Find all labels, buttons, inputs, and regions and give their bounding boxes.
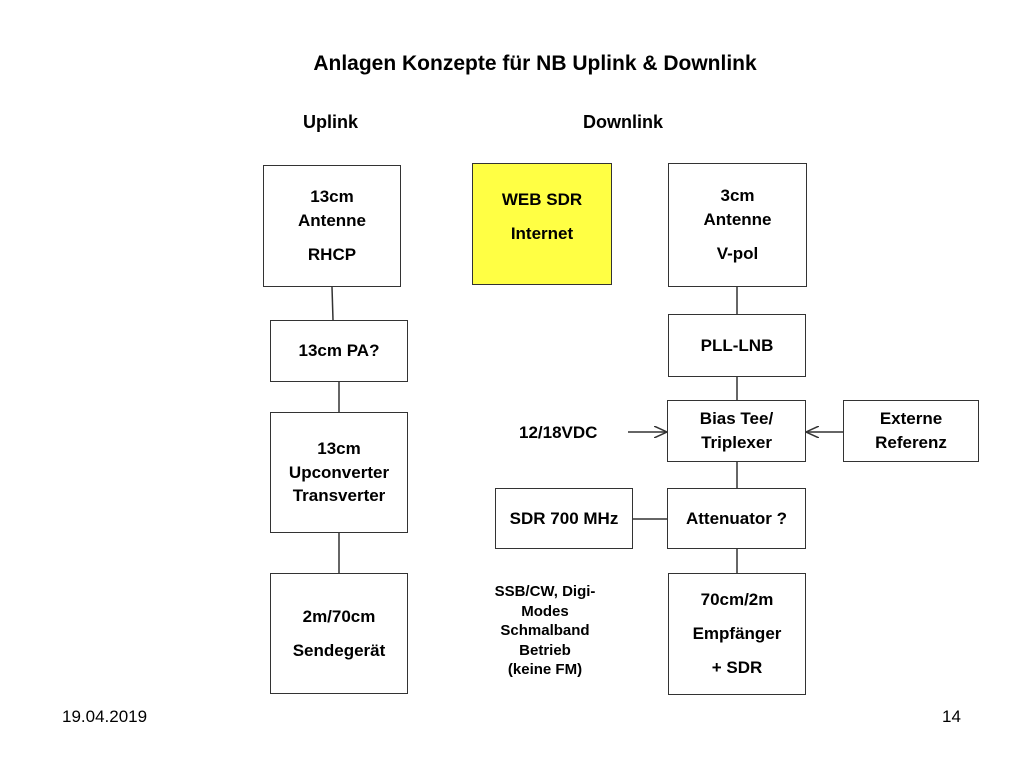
downlink-antenna-line1: 3cm <box>720 186 755 206</box>
footer-date: 19.04.2019 <box>62 707 148 726</box>
attenuator-box: Attenuator ? <box>667 488 806 549</box>
uplink-converter-line3: Transverter <box>292 486 386 506</box>
bias-tee-line1: Bias Tee/ <box>699 409 774 429</box>
sdr-label: SDR 700 MHz <box>509 508 619 528</box>
downlink-header: Downlink <box>583 112 663 132</box>
uplink-antenna-box: 13cm Antenne RHCP <box>263 165 401 287</box>
websdr-box: WEB SDR Internet <box>472 163 612 285</box>
power-label: 12/18VDC <box>519 423 598 442</box>
uplink-transmitter-line1: 2m/70cm <box>302 606 376 626</box>
lnb-label: PLL-LNB <box>700 335 774 355</box>
bias-tee-line2: Triplexer <box>701 433 772 452</box>
mode-note-line2: Modes <box>521 602 569 620</box>
external-reference-box: Externe Referenz <box>843 400 979 462</box>
bias-tee-box: Bias Tee/ Triplexer <box>667 400 806 462</box>
uplink-pa-label: 13cm PA? <box>298 341 380 361</box>
uplink-header: Uplink <box>303 112 359 132</box>
uplink-antenna-line1: 13cm <box>310 187 354 207</box>
attenuator-label: Attenuator ? <box>685 508 788 528</box>
downlink-antenna-line3: V-pol <box>716 243 759 263</box>
websdr-line2: Internet <box>510 223 574 243</box>
uplink-converter-line2: Upconverter <box>288 462 390 482</box>
uplink-pa-box: 13cm PA? <box>270 320 408 382</box>
uplink-converter-line1: 13cm <box>317 438 361 458</box>
footer-page-number: 14 <box>942 707 961 726</box>
sdr-box: SDR 700 MHz <box>495 488 633 549</box>
uplink-converter-box: 13cm Upconverter Transverter <box>270 412 408 533</box>
slide-title: Anlagen Konzepte für NB Uplink & Downlin… <box>313 52 757 75</box>
uplink-transmitter-box: 2m/70cm Sendegerät <box>270 573 408 694</box>
downlink-antenna-box: 3cm Antenne V-pol <box>668 163 807 287</box>
external-reference-line2: Referenz <box>875 433 947 452</box>
mode-note-line3: Schmalband <box>500 622 590 639</box>
receiver-box: 70cm/2m Empfänger + SDR <box>668 573 806 695</box>
mode-note-line1: SSB/CW, Digi- <box>494 583 596 600</box>
mode-note-line4: Betrieb <box>519 641 571 659</box>
uplink-transmitter-line2: Sendegerät <box>292 640 386 660</box>
mode-note-line5: (keine FM) <box>507 661 583 678</box>
receiver-line3: + SDR <box>711 657 763 677</box>
uplink-antenna-line3: RHCP <box>307 244 357 264</box>
external-reference-line1: Externe <box>879 409 943 429</box>
receiver-line2: Empfänger <box>692 624 782 644</box>
line-antenna-pa <box>331 286 334 321</box>
downlink-antenna-line2: Antenne <box>703 210 772 230</box>
websdr-line1: WEB SDR <box>501 190 583 209</box>
mode-note: SSB/CW, Digi- Modes Schmalband Betrieb (… <box>475 582 615 680</box>
uplink-antenna-line2: Antenne <box>298 211 366 231</box>
receiver-line1: 70cm/2m <box>700 590 774 610</box>
lnb-box: PLL-LNB <box>668 314 806 377</box>
